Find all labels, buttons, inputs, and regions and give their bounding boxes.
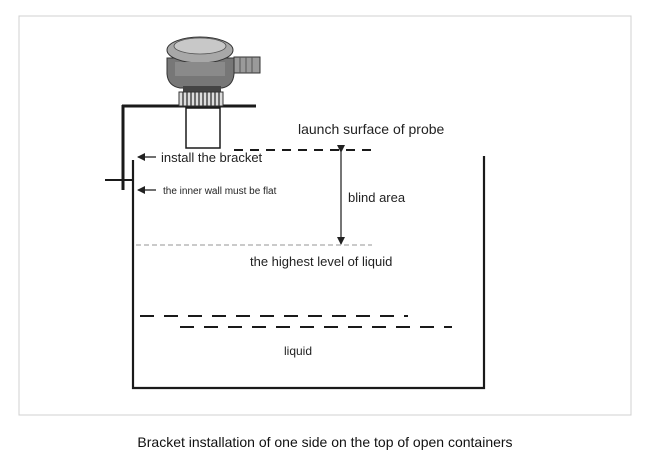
highest-level-label: the highest level of liquid bbox=[250, 254, 392, 269]
ultrasonic-probe bbox=[166, 36, 261, 149]
install-bracket-label: install the bracket bbox=[161, 150, 263, 165]
inner-wall-label: the inner wall must be flat bbox=[163, 186, 277, 197]
diagram-caption: Bracket installation of one side on the … bbox=[137, 434, 512, 450]
launch-surface-label: launch surface of probe bbox=[298, 121, 445, 137]
liquid-label: liquid bbox=[284, 344, 312, 358]
blind-area-label: blind area bbox=[348, 190, 406, 205]
open-container bbox=[131, 156, 486, 390]
diagram-frame bbox=[18, 15, 632, 416]
mounting-bracket bbox=[105, 104, 256, 190]
